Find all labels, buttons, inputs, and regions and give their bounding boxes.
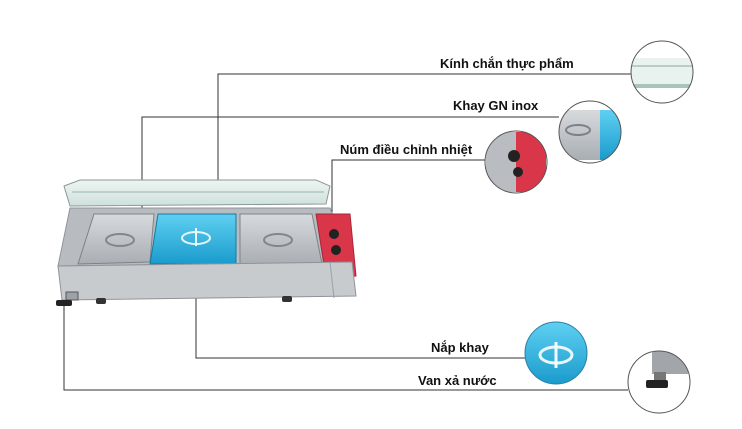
drain-valve bbox=[56, 291, 79, 306]
glass-guard-label: Kính chắn thực phẩm bbox=[440, 56, 574, 71]
drain-valve-label: Van xả nước bbox=[418, 373, 497, 388]
leader-line-glass-guard bbox=[217, 73, 631, 186]
front-panel bbox=[57, 261, 357, 301]
glass-guard bbox=[63, 179, 331, 207]
temperature-knob-detail-icon bbox=[484, 130, 548, 194]
right-gn-tray bbox=[239, 213, 323, 265]
temp-knob-label: Núm điều chỉnh nhiệt bbox=[340, 142, 473, 157]
leader-line-temp-knob bbox=[331, 159, 485, 218]
glass-guard-detail-icon bbox=[630, 40, 694, 104]
drain-valve-detail-icon bbox=[627, 350, 691, 414]
leader-line-drain-valve bbox=[63, 306, 628, 391]
center-gn-tray-blue bbox=[149, 213, 237, 265]
bain-marie-unit bbox=[56, 179, 357, 306]
tray-lid-label: Nắp khay bbox=[431, 340, 489, 355]
tray-lid-detail-icon bbox=[524, 321, 588, 385]
gn-tray-detail-icon bbox=[558, 100, 622, 164]
gn-tray-label: Khay GN inox bbox=[453, 98, 539, 113]
